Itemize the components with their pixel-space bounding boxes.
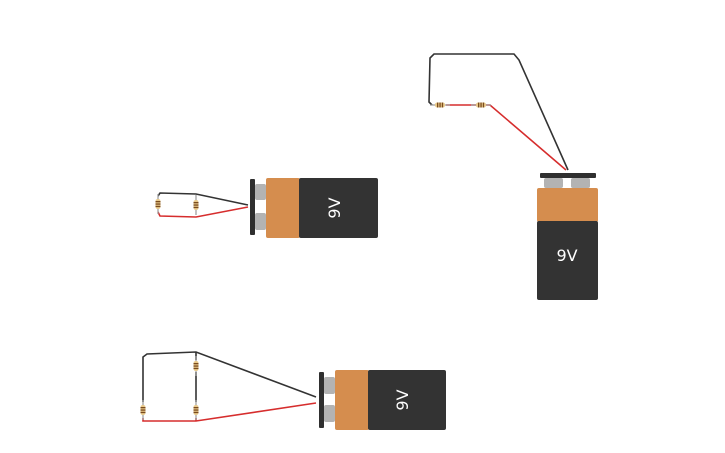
negative-wire[interactable]	[142, 351, 317, 402]
battery-body	[537, 221, 598, 300]
battery-voltage-label: 9V	[556, 246, 577, 265]
battery-band	[537, 188, 598, 222]
battery-band	[266, 178, 300, 238]
battery-voltage-label: 9V	[393, 389, 412, 410]
positive-wire[interactable]	[446, 104, 567, 171]
battery-terminal	[324, 377, 335, 394]
battery-terminal	[255, 184, 266, 200]
battery-cap	[319, 372, 324, 428]
positive-wire[interactable]	[157, 206, 249, 218]
circuit-1: 9V	[155, 178, 378, 238]
battery-9v-icon[interactable]: 9V	[250, 178, 378, 238]
resistor-icon[interactable]	[193, 195, 199, 215]
resistor-icon[interactable]	[430, 102, 450, 108]
negative-wire[interactable]	[157, 192, 249, 206]
battery-terminal	[324, 405, 335, 422]
battery-9v-icon[interactable]: 9V	[537, 173, 598, 300]
battery-terminal	[255, 213, 266, 230]
wires	[142, 351, 317, 422]
resistor-icon[interactable]	[140, 400, 146, 420]
resistor-icon[interactable]	[193, 400, 199, 420]
battery-terminal	[544, 178, 563, 188]
positive-wire[interactable]	[142, 402, 317, 422]
battery-band	[335, 370, 369, 430]
battery-cap	[250, 179, 255, 235]
wires	[428, 53, 569, 171]
battery-cap	[540, 173, 596, 178]
circuit-2: 9V	[428, 53, 598, 300]
battery-body	[368, 370, 446, 430]
negative-wire[interactable]	[428, 53, 569, 171]
resistor-icon[interactable]	[471, 102, 491, 108]
battery-terminal	[571, 178, 590, 188]
battery-9v-icon[interactable]: 9V	[319, 370, 446, 430]
circuit-3: 9V	[140, 351, 446, 430]
resistor-icon[interactable]	[155, 194, 161, 214]
battery-body	[299, 178, 378, 238]
resistor-icon[interactable]	[193, 356, 199, 376]
wires	[157, 192, 249, 218]
battery-voltage-label: 9V	[325, 197, 344, 218]
